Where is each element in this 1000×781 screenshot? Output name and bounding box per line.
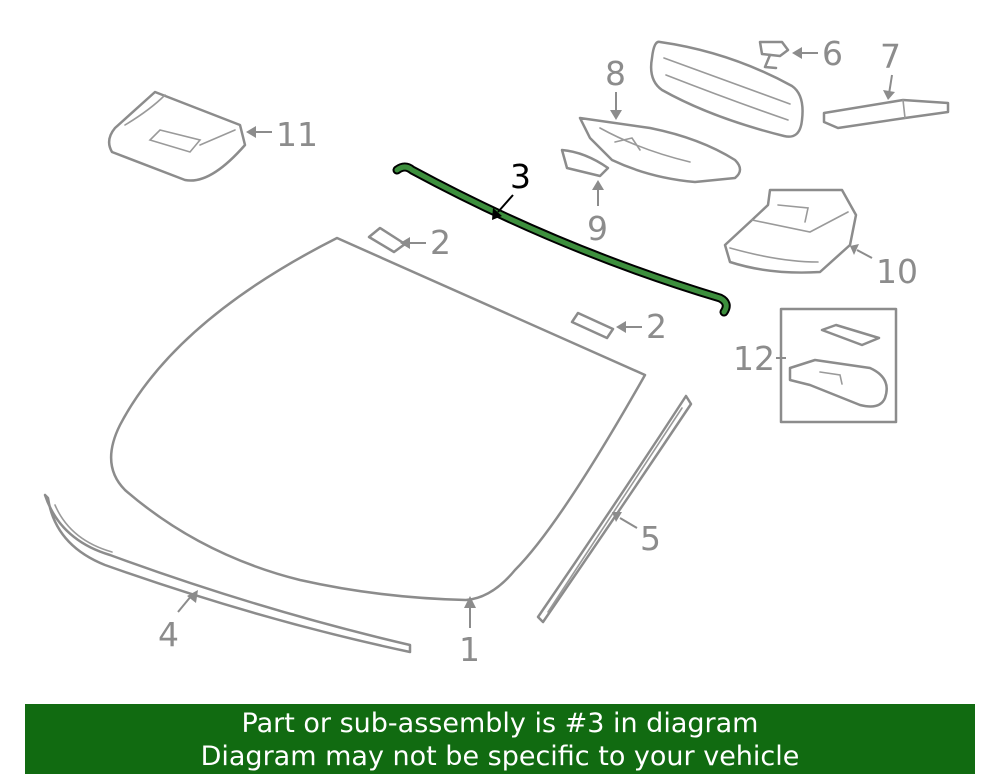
parts-diagram: 1 2 2 3 4 5 6 7 8 9 10 11 12 — [43, 34, 950, 669]
banner-line-1: Part or sub-assembly is #3 in diagram — [241, 708, 759, 739]
sticker-upper[interactable] — [367, 226, 407, 254]
banner-line-2: Diagram may not be specific to your vehi… — [200, 741, 800, 772]
info-banner: Part or sub-assembly is #3 in diagram Di… — [25, 704, 975, 774]
rear-view-mirror[interactable] — [649, 40, 804, 138]
callout-4[interactable]: 4 — [158, 615, 179, 654]
callout-6[interactable]: 6 — [822, 34, 843, 73]
leader-8 — [610, 92, 622, 120]
callout-11[interactable]: 11 — [276, 115, 318, 154]
leader-9 — [592, 180, 604, 206]
small-cover[interactable] — [560, 148, 610, 178]
leader-7 — [883, 74, 895, 100]
cover-strip[interactable] — [822, 98, 950, 130]
mirror-cover[interactable] — [578, 116, 742, 184]
lower-molding[interactable] — [43, 493, 412, 654]
sensor-housing[interactable] — [723, 188, 858, 274]
sticker-lower[interactable] — [570, 311, 615, 340]
callout-2-upper[interactable]: 2 — [430, 223, 451, 262]
leader-4 — [177, 590, 198, 613]
camera-assembly-box[interactable] — [779, 307, 898, 424]
leader-2a — [400, 237, 426, 249]
windshield-glass[interactable] — [109, 236, 647, 602]
callout-2-lower[interactable]: 2 — [646, 307, 667, 346]
overhead-console[interactable] — [107, 90, 247, 182]
leader-11 — [246, 126, 272, 138]
leader-3 — [492, 194, 514, 220]
callout-8[interactable]: 8 — [605, 54, 626, 93]
upper-molding-highlighted[interactable] — [392, 162, 731, 317]
callout-3[interactable]: 3 — [510, 157, 531, 196]
mirror-mount[interactable] — [758, 40, 790, 70]
callout-9[interactable]: 9 — [587, 209, 608, 248]
leader-1 — [464, 596, 476, 628]
callout-7[interactable]: 7 — [880, 37, 901, 76]
side-molding[interactable] — [536, 394, 693, 624]
callout-5[interactable]: 5 — [640, 519, 661, 558]
leader-6 — [792, 47, 818, 59]
leader-2b — [616, 321, 642, 333]
callout-12[interactable]: 12 — [733, 339, 775, 378]
leader-5 — [612, 512, 638, 529]
callout-10[interactable]: 10 — [876, 252, 918, 291]
callout-1[interactable]: 1 — [459, 630, 480, 669]
leader-10 — [850, 244, 873, 259]
